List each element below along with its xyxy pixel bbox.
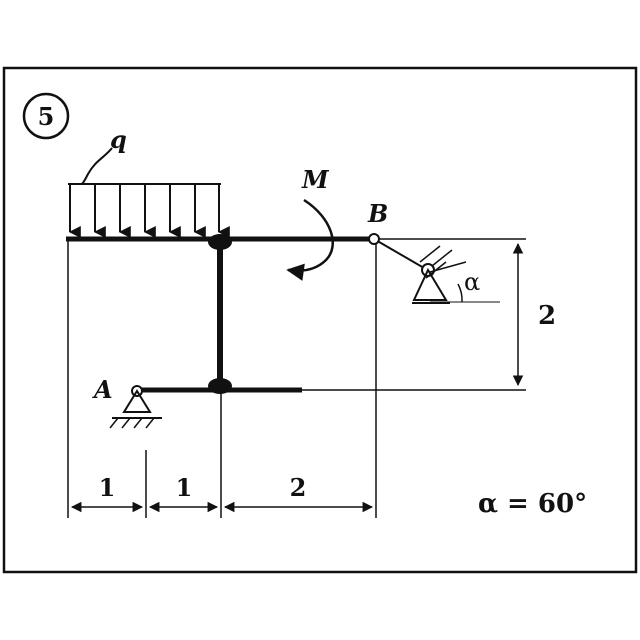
dim-label-2: 2 — [290, 473, 307, 502]
horizontal-dimensions: 1 1 2 — [67, 239, 377, 518]
q-leader — [81, 147, 113, 185]
point-a-label: A — [92, 375, 113, 404]
support-triangle — [412, 267, 448, 301]
angle-arc — [457, 283, 463, 303]
angle-label: α — [464, 268, 480, 296]
hatch — [419, 245, 441, 263]
ground-hatch — [133, 417, 143, 429]
point-b-label: B — [367, 199, 388, 228]
moment: M — [286, 165, 334, 281]
ground-hatch — [121, 417, 131, 429]
problem-number: 5 — [38, 102, 55, 131]
distributed-load: q — [68, 125, 230, 238]
ground-hatch — [145, 417, 155, 429]
support-rod — [373, 238, 425, 269]
q-label: q — [110, 125, 127, 154]
alpha-equation: α = 60° — [478, 489, 587, 519]
support-a-triangle — [122, 389, 152, 413]
moment-label: M — [301, 165, 330, 194]
dim-label-1a: 1 — [99, 473, 116, 502]
number-circle — [22, 92, 70, 140]
support-b: B α — [367, 199, 500, 304]
height-dimension: 2 — [302, 238, 556, 391]
rigid-joint-bottom — [208, 378, 232, 394]
hatch — [431, 249, 453, 267]
moment-arc — [286, 198, 334, 281]
height-label: 2 — [538, 301, 556, 331]
rigid-joint-top — [208, 234, 232, 250]
ground-hatch — [109, 417, 119, 429]
outer-frame — [2, 66, 638, 574]
support-axis — [429, 261, 467, 273]
dim-label-1b: 1 — [176, 473, 193, 502]
problem-number-badge: 5 — [22, 92, 70, 140]
hinge-b — [368, 233, 380, 245]
support-a: A — [92, 375, 162, 429]
